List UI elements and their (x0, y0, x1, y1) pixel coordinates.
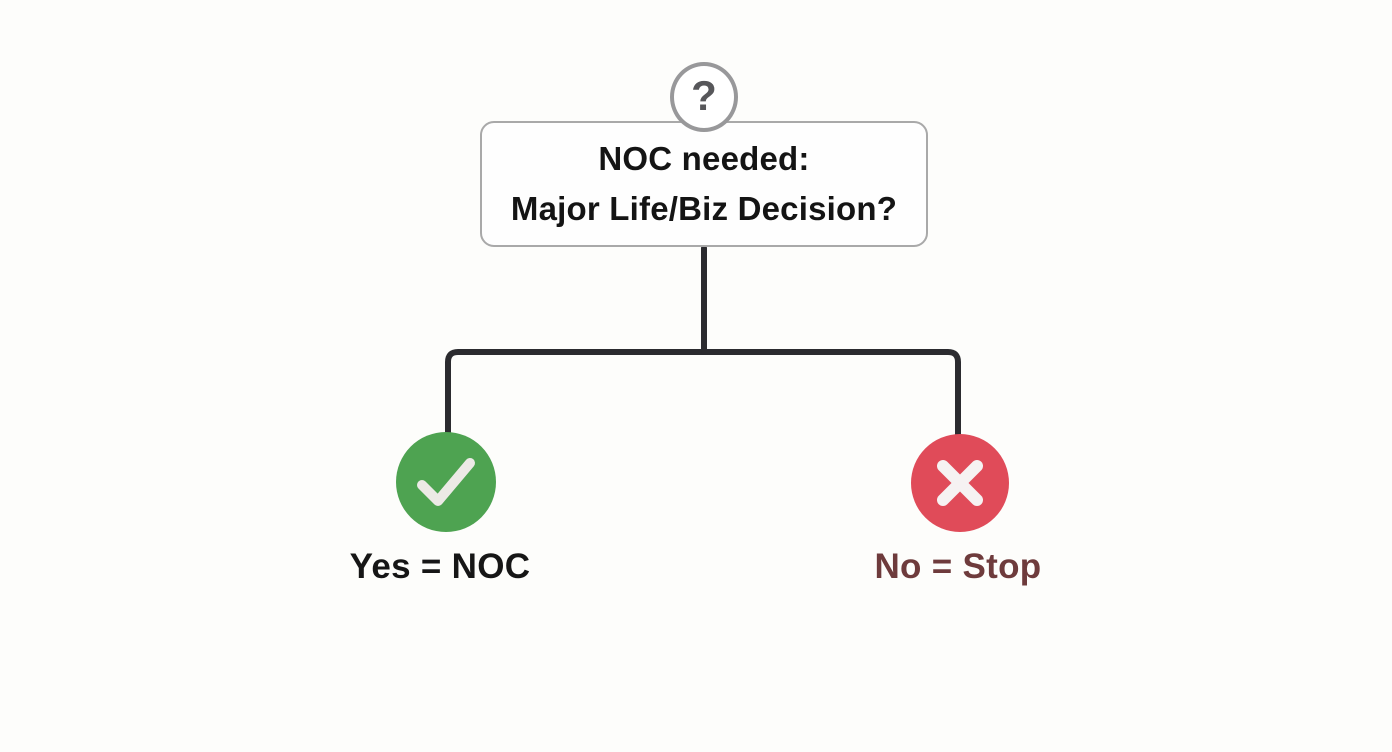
yes-label: Yes = NOC (349, 547, 531, 586)
question-mark-glyph: ? (691, 72, 717, 119)
question-mark-icon: ? (670, 62, 738, 132)
connector-left-branch (445, 349, 707, 441)
decision-box-line-2: Major Life/Biz Decision? (510, 190, 898, 227)
x-mark-icon (937, 460, 983, 506)
decision-box: NOC needed: Major Life/Biz Decision? (480, 121, 928, 247)
checkmark-icon (417, 458, 475, 506)
decision-box-line-1: NOC needed: (598, 140, 810, 177)
no-label: No = Stop (874, 547, 1042, 586)
yes-node (396, 432, 496, 532)
connector-right-branch (701, 349, 961, 439)
no-node (911, 434, 1009, 532)
